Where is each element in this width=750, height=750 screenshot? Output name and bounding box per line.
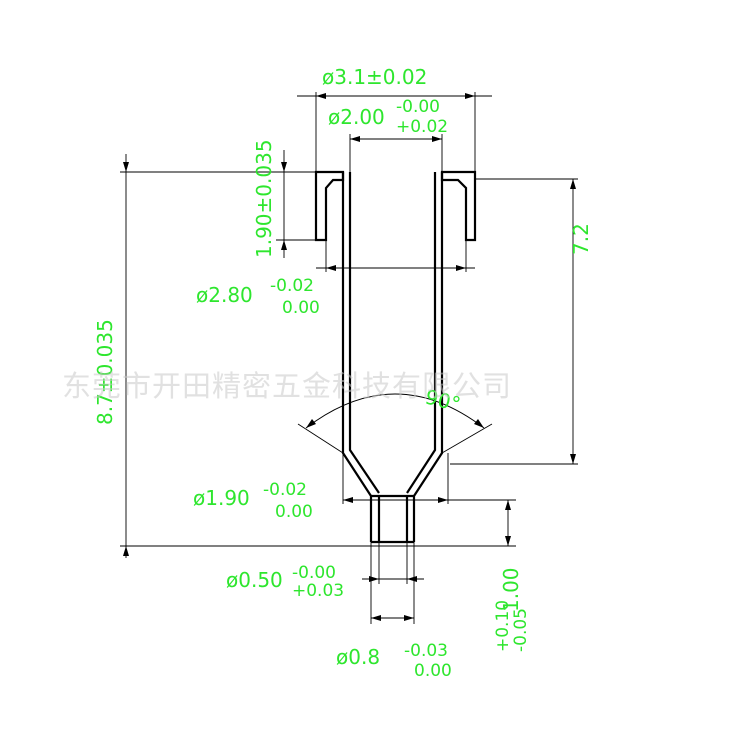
label-inner-dia-tol-top: -0.00 [396, 97, 440, 117]
watermark-text: 东莞市开田精密五金科技有限公司 [62, 369, 512, 403]
label-tip-length-tol-bot: -0.05 [511, 608, 531, 652]
label-tip-dia-tol-bot: 0.00 [414, 661, 452, 681]
label-tip-length: 1.00 [499, 567, 523, 612]
label-inner-dia: ø2.00 [328, 105, 385, 129]
label-outer-dia: ø3.1±0.02 [322, 65, 427, 89]
label-total-length: 8.7±0.035 [93, 319, 117, 425]
label-neck-dia-tol-top: -0.02 [263, 480, 307, 500]
label-inner-dia-tol-bot: +0.02 [396, 117, 448, 137]
left-inner-wall [348, 172, 380, 494]
label-neck-dia-tol-bot: 0.00 [275, 502, 313, 522]
label-tip-dia: ø0.8 [336, 645, 380, 669]
right-flange-hook [440, 170, 477, 242]
label-neck-dia: ø1.90 [193, 486, 250, 510]
left-tube-wall [341, 172, 373, 542]
part-outline [314, 170, 477, 544]
label-hole-dia: ø0.50 [226, 568, 283, 592]
label-tip-length-tol-top: +0.10 [493, 600, 513, 652]
label-hole-dia-tol-bot: +0.03 [292, 581, 344, 601]
label-body-dia-tol-bot: 0.00 [282, 298, 320, 318]
label-flange-height: 1.90±0.035 [252, 139, 276, 258]
label-tip-dia-tol-top: -0.03 [404, 641, 448, 661]
dimension-lines [120, 92, 578, 624]
label-hole-dia-tol-top: -0.00 [292, 563, 336, 583]
right-tube-wall [412, 172, 444, 542]
label-body-dia: ø2.80 [196, 283, 253, 307]
label-body-dia-tol-top: -0.02 [270, 276, 314, 296]
dimension-labels: ø3.1±0.02 ø2.00 -0.00 +0.02 1.90±0.035 8… [93, 65, 593, 681]
label-body-length: 7.2 [569, 223, 593, 255]
right-inner-wall [406, 172, 437, 494]
tip-outline [371, 494, 414, 544]
left-flange-hook [314, 170, 345, 242]
